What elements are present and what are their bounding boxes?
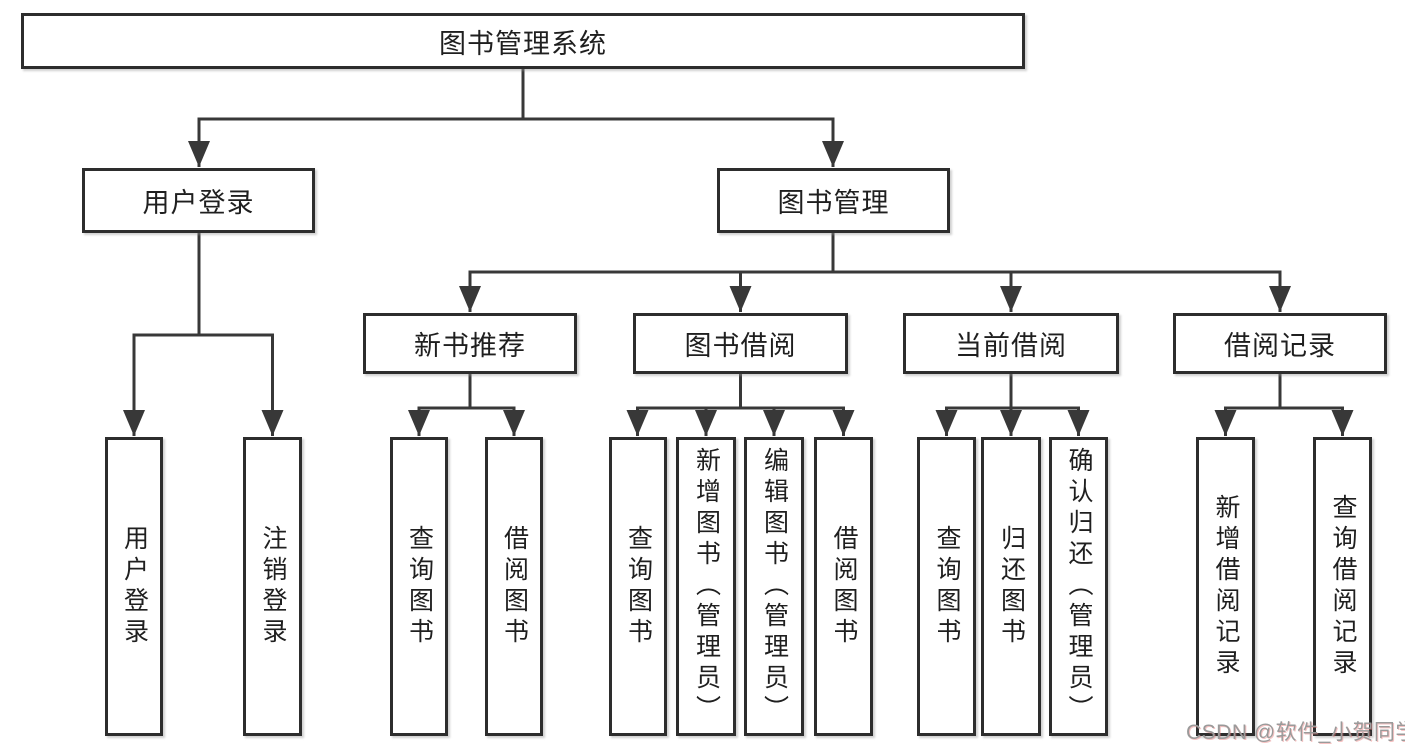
node-add-borrow-record: 新增借阅记录 — [1196, 437, 1255, 736]
node-user-login-label: 用户登录 — [142, 188, 255, 218]
node-new-book-recommend: 新书推荐 — [363, 313, 577, 374]
node-new-book-recommend-label: 新书推荐 — [414, 331, 526, 361]
connector-trunks — [132, 69, 1344, 410]
node-book-borrow-label: 图书借阅 — [684, 331, 797, 361]
node-query-book-3-label: 查询图书 — [933, 524, 961, 649]
node-borrow-records-label: 借阅记录 — [1224, 331, 1336, 361]
node-add-borrow-record-label: 新增借阅记录 — [1212, 493, 1240, 680]
node-query-book-1-label: 查询图书 — [405, 524, 434, 649]
node-book-management: 图书管理 — [717, 168, 950, 233]
node-return-book: 归还图书 — [981, 437, 1041, 736]
node-query-book-2: 查询图书 — [609, 437, 667, 736]
node-edit-book-admin: 编辑图书（管理员） — [744, 437, 804, 736]
csdn-watermark: CSDN @软件_小贺同学 — [1186, 721, 1405, 744]
node-add-book-admin: 新增图书（管理员） — [676, 437, 736, 736]
node-borrow-book-1-label: 借阅图书 — [500, 524, 529, 649]
node-edit-book-admin-label: 编辑图书（管理员） — [760, 447, 789, 726]
node-confirm-return-admin-label: 确认归还（管理员） — [1065, 447, 1093, 726]
node-library-system: 图书管理系统 — [21, 13, 1025, 69]
node-return-book-label: 归还图书 — [997, 524, 1026, 649]
node-current-borrow: 当前借阅 — [903, 313, 1119, 374]
node-book-management-label: 图书管理 — [777, 188, 890, 218]
node-query-book-2-label: 查询图书 — [624, 524, 653, 649]
node-query-borrow-record: 查询借阅记录 — [1313, 437, 1372, 736]
node-borrow-book-2: 借阅图书 — [814, 437, 873, 736]
node-library-system-label: 图书管理系统 — [439, 28, 607, 59]
node-logout-leaf-label: 注销登录 — [259, 524, 287, 649]
node-current-borrow-label: 当前借阅 — [955, 331, 1067, 361]
node-query-book-1: 查询图书 — [390, 437, 448, 736]
node-user-login-leaf-label: 用户登录 — [120, 524, 149, 649]
node-user-login-leaf: 用户登录 — [105, 437, 163, 736]
node-borrow-book-2-label: 借阅图书 — [830, 524, 858, 649]
node-add-book-admin-label: 新增图书（管理员） — [692, 447, 721, 726]
node-query-borrow-record-label: 查询借阅记录 — [1329, 493, 1357, 680]
node-logout-leaf: 注销登录 — [243, 437, 302, 736]
node-confirm-return-admin: 确认归还（管理员） — [1049, 437, 1108, 736]
node-borrow-book-1: 借阅图书 — [485, 437, 543, 736]
node-query-book-3: 查询图书 — [917, 437, 976, 736]
node-borrow-records: 借阅记录 — [1173, 313, 1387, 374]
node-user-login: 用户登录 — [82, 168, 315, 233]
node-book-borrow: 图书借阅 — [633, 313, 848, 374]
